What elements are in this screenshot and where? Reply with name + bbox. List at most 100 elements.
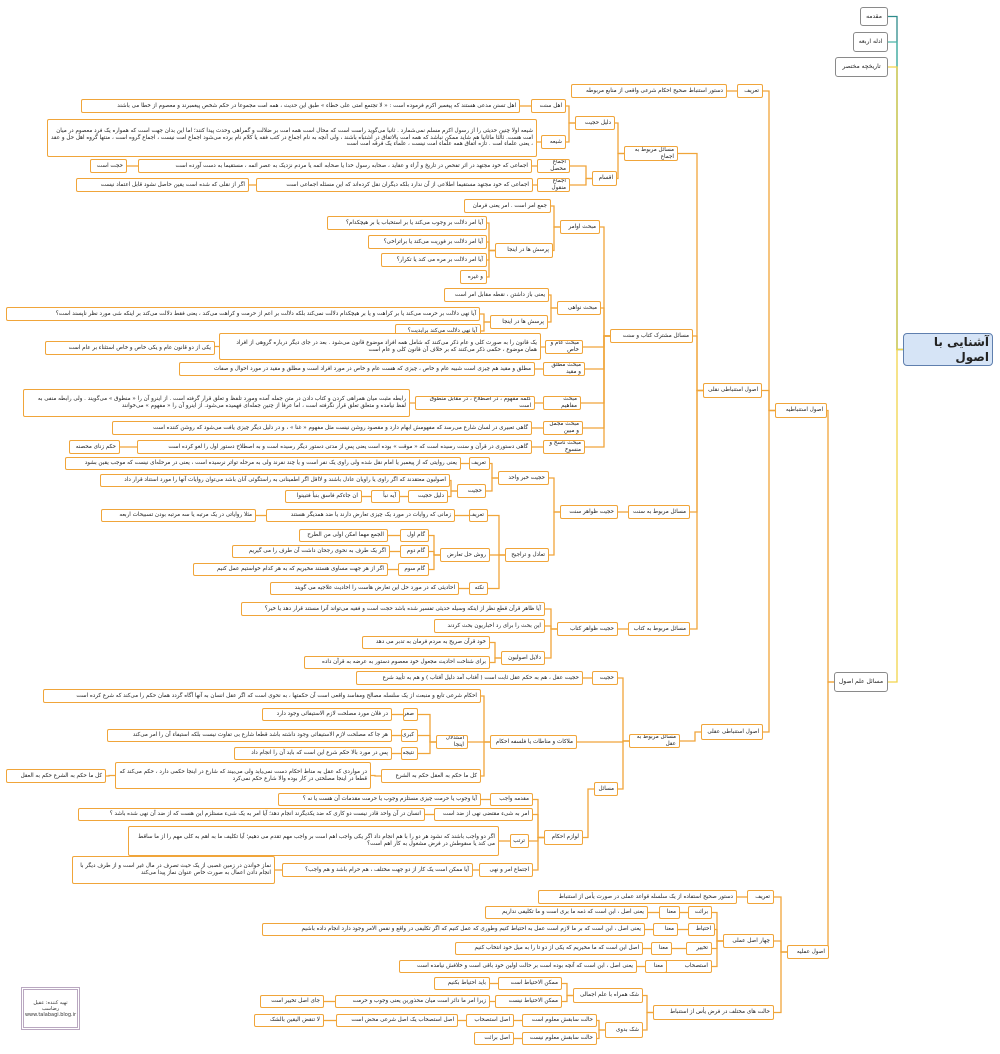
topic-node-ej[interactable]: اجتماع امر و نهی (479, 863, 533, 877)
topic-node-es2a[interactable]: معنا (645, 960, 667, 973)
topic-node-es2b[interactable]: یعنی اصل ، این است که آنچه بوده است بر ح… (399, 960, 637, 973)
topic-node-mm1[interactable]: مطلق و مقید هم چیزی است شبیه عام و خاص ،… (179, 362, 535, 376)
topic-node-ae1[interactable]: ممکن الاحتیاط است (498, 977, 562, 990)
topic-node-ae2[interactable]: ممکن الاحتیاط نیست (495, 995, 562, 1008)
topic-node-kl2[interactable]: کل ما حکم به الشرع حکم به العقل (6, 769, 106, 783)
topic-node-ahs1[interactable]: اهل تسنن مدعی هستند که پیغمبر اکرم فرمود… (81, 99, 520, 113)
topic-node-m[interactable]: مسائل علم اصول (834, 672, 888, 692)
topic-node-ns2[interactable]: حکم زنای محصنه (69, 440, 120, 454)
topic-node-ae1a[interactable]: باید احتیاط بکنیم (434, 977, 490, 990)
topic-node-mj1[interactable]: گاهی تعبیری در لسان شارع می‌رسد که مفهوم… (112, 421, 532, 435)
topic-node-sb2a[interactable]: اصل برائت (474, 1032, 514, 1045)
topic-node-kwd[interactable]: دلیل حجیت (408, 490, 448, 503)
topic-node-q3[interactable]: آیا امر دلالت بر مره می کند یا تکرار؟ (381, 253, 487, 267)
topic-node-ak[interactable]: مبحث عام و خاص (545, 340, 583, 354)
topic-node-tk1[interactable]: معنا (651, 942, 672, 955)
topic-node-eh1[interactable]: معنا (653, 923, 678, 936)
topic-node-hj[interactable]: حجیت (592, 671, 618, 685)
topic-node-mw[interactable]: مقدمه واجب (490, 793, 533, 806)
topic-node-tt[interactable]: تعادل و تراجیح (505, 548, 549, 562)
topic-node-aw2[interactable]: پرسش ها در اینجا (495, 243, 553, 258)
topic-node-tk2[interactable]: اصل این است که ما مخیریم که یکی از دو تا… (455, 942, 643, 955)
topic-node-mm[interactable]: مبحث مطلق و مقید (543, 362, 585, 376)
topic-node-ns[interactable]: مبحث ناسخ و منسوخ (543, 440, 585, 454)
topic-node-ae2b[interactable]: جای اصل تخییر است (260, 995, 324, 1008)
topic-node-mh1[interactable]: اجماعی که خود مجتهد در اثر تفحص در تاریخ… (138, 159, 532, 173)
topic-node-mh2[interactable]: حجت است (90, 159, 127, 173)
topic-node-nt1[interactable]: پس در مورد بالا حکم شرع این است که باید … (234, 747, 392, 760)
topic-node-tr1[interactable]: اگر دو واجب باشند که نشود هر دو را با هم… (128, 826, 499, 856)
topic-node-az[interactable]: امر به شیء مقتضی نهی از ضد است (434, 808, 533, 821)
topic-node-az1[interactable]: انسان در آن واحد قادر نیست دو کاری که ضد… (78, 808, 425, 821)
topic-node-t1[interactable]: تعریف (737, 84, 763, 98)
topic-node-zk2[interactable]: این بحث را برای رد اخباریون بحث کردند (434, 619, 545, 633)
topic-node-kl1[interactable]: در مواردی که عقل به مناط احکام دست نمی‌ی… (115, 762, 371, 789)
topic-node-ist[interactable]: استدلال اینجا (436, 735, 468, 749)
topic-node-a1[interactable]: مقدمه (860, 7, 888, 26)
topic-node-sb1a[interactable]: اصل استصحاب (466, 1014, 514, 1027)
topic-node-br1[interactable]: معنا (659, 906, 680, 919)
topic-node-t1a[interactable]: دستور استنباط صحیح احکام شرعی واقعی از م… (571, 84, 727, 98)
topic-node-kwt[interactable]: تعریف (469, 457, 490, 470)
topic-node-aqs[interactable]: اقسام (592, 171, 617, 186)
topic-node-mn[interactable]: اجماع منقول (537, 178, 570, 192)
topic-node-sb1b[interactable]: اصل استصحاب یک اصل شرعی محض است (336, 1014, 458, 1027)
topic-node-g3a[interactable]: اگر از هر جهت مساوی هستند مخیریم که به ه… (193, 563, 388, 576)
topic-node-ij[interactable]: مسائل مربوط به اجماع (624, 146, 678, 161)
topic-node-nk1[interactable]: احادیثی که در مورد حل این تعارض هاست را … (270, 582, 459, 595)
topic-node-mn1[interactable]: اجماعی که خود مجتهد مستقیما اطلاعی از آن… (256, 178, 533, 192)
topic-node-kt[interactable]: مسائل مربوط به کتاب (628, 622, 690, 636)
topic-node-mw1[interactable]: آیا وجوب یا حرمت چیزی مستلزم وجوب یا حرم… (278, 793, 481, 806)
topic-node-ej1[interactable]: آیا ممکن است یک کار از دو جهت مختلف ، هم… (282, 863, 473, 877)
topic-node-tk[interactable]: تخییر (686, 942, 712, 955)
topic-node-zk1[interactable]: آیا ظاهر قرآن قطع نظر از اینکه وسیله حدی… (241, 602, 545, 616)
topic-node-ahs[interactable]: اهل سنت (531, 99, 566, 113)
topic-node-mh[interactable]: اجماع محصل (537, 159, 570, 173)
topic-node-nt[interactable]: نتیجه (401, 747, 418, 760)
topic-node-sg[interactable]: صغرا (403, 708, 418, 721)
topic-node-mf[interactable]: مبحث مفاهیم (543, 396, 581, 410)
topic-node-ns1[interactable]: گاهی دستوری در قرآن و سنت رسیده است که «… (137, 440, 532, 454)
topic-node-kwd1[interactable]: آیه نبأ (371, 490, 400, 503)
topic-node-a3[interactable]: تاریخچه مختصر (835, 57, 888, 77)
topic-node-sb1c[interactable]: لا تنقض الیقین بالشک (254, 1014, 324, 1027)
topic-node-at1[interactable]: دستور صحیح استفاده از یک سلسله قواعد عمل… (538, 890, 737, 904)
topic-node-zk[interactable]: حجیت ظواهر کتاب (557, 622, 618, 636)
topic-node-ma[interactable]: مسائل مربوط به عقل (629, 734, 680, 748)
topic-node-ttt1[interactable]: زمانی که روایات در مورد یک چیزی تعارض دا… (266, 509, 455, 522)
topic-node-kwt1[interactable]: یعنی روایتی که از پیغمبر یا امام نقل شده… (65, 457, 461, 470)
topic-node-q4[interactable]: و غیره (460, 270, 487, 284)
topic-node-q2[interactable]: آیا امر دلالت بر فوریت می‌کند یا براتراخ… (368, 235, 487, 249)
topic-node-nw[interactable]: مبحث نواهی (557, 301, 601, 315)
topic-node-ttt[interactable]: تعریف (469, 509, 488, 522)
topic-node-nw1[interactable]: یعنی باز داشتن ، نقطه مقابل امر است (444, 288, 549, 302)
topic-node-ej2[interactable]: نماز خواندن در زمین غصبی از یک حیث تصرف … (72, 856, 275, 884)
topic-node-sh1[interactable]: شیعه اولا چنین حدیثی را از رسول اکرم مسل… (47, 119, 537, 157)
topic-node-ch[interactable]: چهار اصل عملی (723, 934, 774, 948)
topic-node-eh[interactable]: احتیاط (688, 923, 715, 936)
topic-node-du[interactable]: دلایل اصولیون (501, 651, 545, 665)
topic-node-g2a[interactable]: اگر یک طرف به نحوی رجحان داشت آن طرف را … (232, 545, 390, 558)
topic-node-kb[interactable]: کبری (401, 729, 418, 742)
topic-node-du2[interactable]: برای شناخت احادیث مجعول خود معصوم دستور … (304, 656, 490, 669)
topic-node-mj[interactable]: مبحث مجمل و مبین (543, 421, 583, 435)
topic-node-q1[interactable]: آیا امر دلالت بر وجوب می‌کند یا بر استحب… (327, 216, 487, 230)
topic-node-lh[interactable]: لوازم احکام (544, 830, 583, 845)
topic-node-tr[interactable]: ترتب (510, 834, 529, 848)
topic-node-dh[interactable]: دلیل حجیت (575, 116, 615, 130)
topic-node-ttt2[interactable]: مثلا روایاتی در یک مرتبه یا سه مرتبه بود… (101, 509, 256, 522)
topic-node-rh[interactable]: روش حل تعارض (440, 548, 490, 562)
topic-node-kwh[interactable]: حجیت (457, 484, 486, 498)
topic-node-zs[interactable]: حجیت ظواهر سنت (560, 505, 618, 519)
topic-node-ae2a[interactable]: زیرا امر ما دائر است میان محذورین یعنی و… (335, 995, 490, 1008)
topic-node-sg1[interactable]: در فلان مورد مصلحت لازم الاستیفائی وجود … (262, 708, 392, 721)
topic-node-at[interactable]: تعریف (747, 890, 774, 904)
topic-node-aw1[interactable]: جمع امر است . امر یعنی فرمان (464, 199, 551, 213)
topic-node-eh2[interactable]: یعنی اصل ، این است که بر ما لازم است عمل… (262, 923, 645, 936)
topic-node-mf2[interactable]: رابطه مثبت میان همراهی کردن و کتاب دادن … (23, 389, 410, 417)
topic-node-ml[interactable]: ملاکات و مناطات یا فلسفه احکام (490, 735, 577, 749)
topic-node-g1[interactable]: گام اول (400, 529, 429, 542)
topic-node-nk[interactable]: نکته (469, 582, 488, 595)
topic-node-es2[interactable]: استصحاب (664, 960, 712, 973)
topic-node-sb1[interactable]: حالت سابقش معلوم است (522, 1014, 597, 1027)
